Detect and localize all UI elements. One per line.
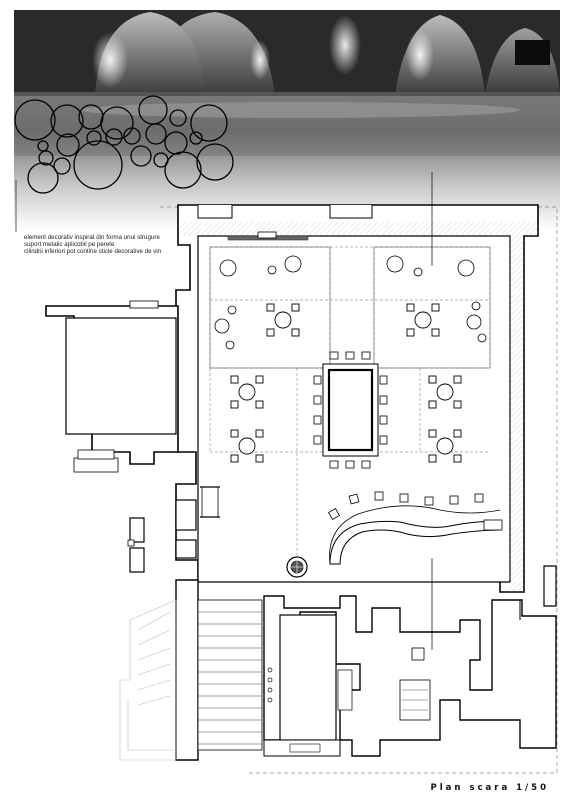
plan-scale-caption: Plan scara 1/50 [430,783,549,793]
annotation-line-3: cilindrii inferiori pot contine sticle d… [24,248,162,255]
grape-decor-element [14,95,234,194]
spiral-stair [286,556,308,578]
annotation-line-1: element decorativ inspirat din forma unu… [24,234,160,241]
cellar-photo [14,10,560,230]
floor-plan [45,172,558,774]
annotation-line-2: suport metalic aplicobil pe perete [24,241,115,248]
